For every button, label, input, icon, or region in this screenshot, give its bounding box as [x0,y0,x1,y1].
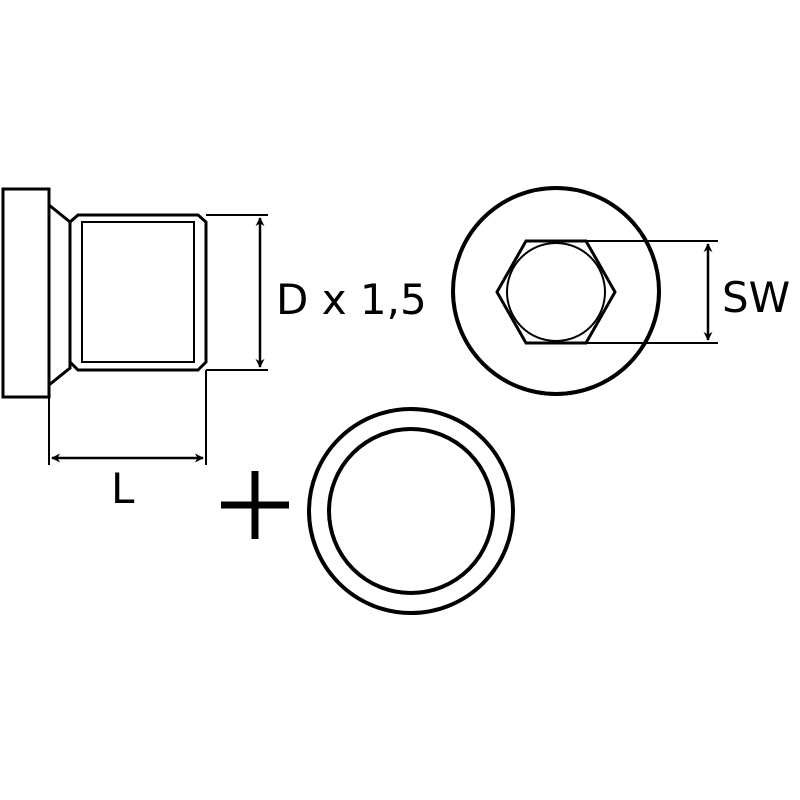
sealing-ring [307,407,515,615]
plug-end-circle [451,186,661,396]
plug-thread-outer [68,213,208,372]
wrench-size-label: SW [722,273,790,322]
hex-socket-icon [495,239,617,345]
plug-side-view: D x 1,5 L [1,187,427,513]
plug-end-view: SW [451,186,790,396]
plug-thread-inner [81,221,195,363]
plus-icon [221,471,289,539]
plug-chamfer [48,203,72,387]
hex-inner-circle [506,242,606,342]
length-label: L [111,464,135,513]
diameter-label: D x 1,5 [276,275,427,324]
sealing-ring-outer [307,407,515,615]
plug-head [1,187,51,399]
sealing-ring-inner [327,427,495,595]
